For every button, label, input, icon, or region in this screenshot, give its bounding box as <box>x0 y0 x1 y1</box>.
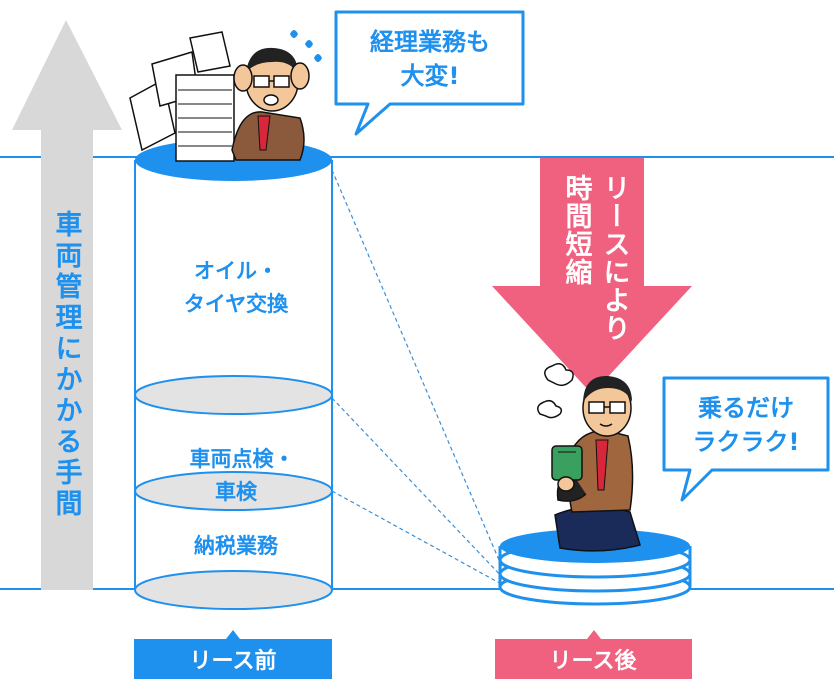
time-saving-arrow: リースにより 時間短縮 <box>492 158 692 394</box>
speech-right-line2: ラクラク! <box>693 428 800 456</box>
tab-before-lease: リース前 <box>134 630 332 679</box>
relaxed-man-illustration <box>537 363 641 552</box>
speech-bubble-top: 経理業務も 大変! <box>334 10 525 136</box>
speech-right-line1: 乗るだけ <box>698 394 794 422</box>
effort-arrow: 車両管理にかかる手間 <box>12 20 122 590</box>
label-tax: 納税業務 <box>194 534 279 558</box>
label-inspect-line2: 車検 <box>215 480 258 504</box>
effort-arrow-label: 車両管理にかかる手間 <box>51 210 83 520</box>
tab-before-label: リース前 <box>190 648 277 674</box>
label-oil-line1: オイル・ <box>194 259 278 283</box>
dashed-connectors <box>331 169 506 587</box>
stressed-accountant-illustration <box>129 30 322 162</box>
speech-top-line1: 経理業務も <box>370 28 490 56</box>
divider-ellipse-1 <box>134 375 333 415</box>
divider-ellipse-2 <box>134 471 333 511</box>
speech-bubble-right: 乗るだけ ラクラク! <box>662 376 830 502</box>
time-saving-arrow-col1: リースにより <box>599 174 630 342</box>
label-inspect-line1: 車両点検・ <box>190 447 295 471</box>
cylinder-base <box>134 570 333 610</box>
label-oil-line2: タイヤ交換 <box>184 292 289 316</box>
after-cylinder <box>498 529 692 606</box>
speech-top-line2: 大変! <box>401 62 460 90</box>
time-saving-arrow-col2: 時間短縮 <box>561 174 593 286</box>
tab-after-lease: リース後 <box>495 630 692 679</box>
tab-after-label: リース後 <box>550 648 638 674</box>
